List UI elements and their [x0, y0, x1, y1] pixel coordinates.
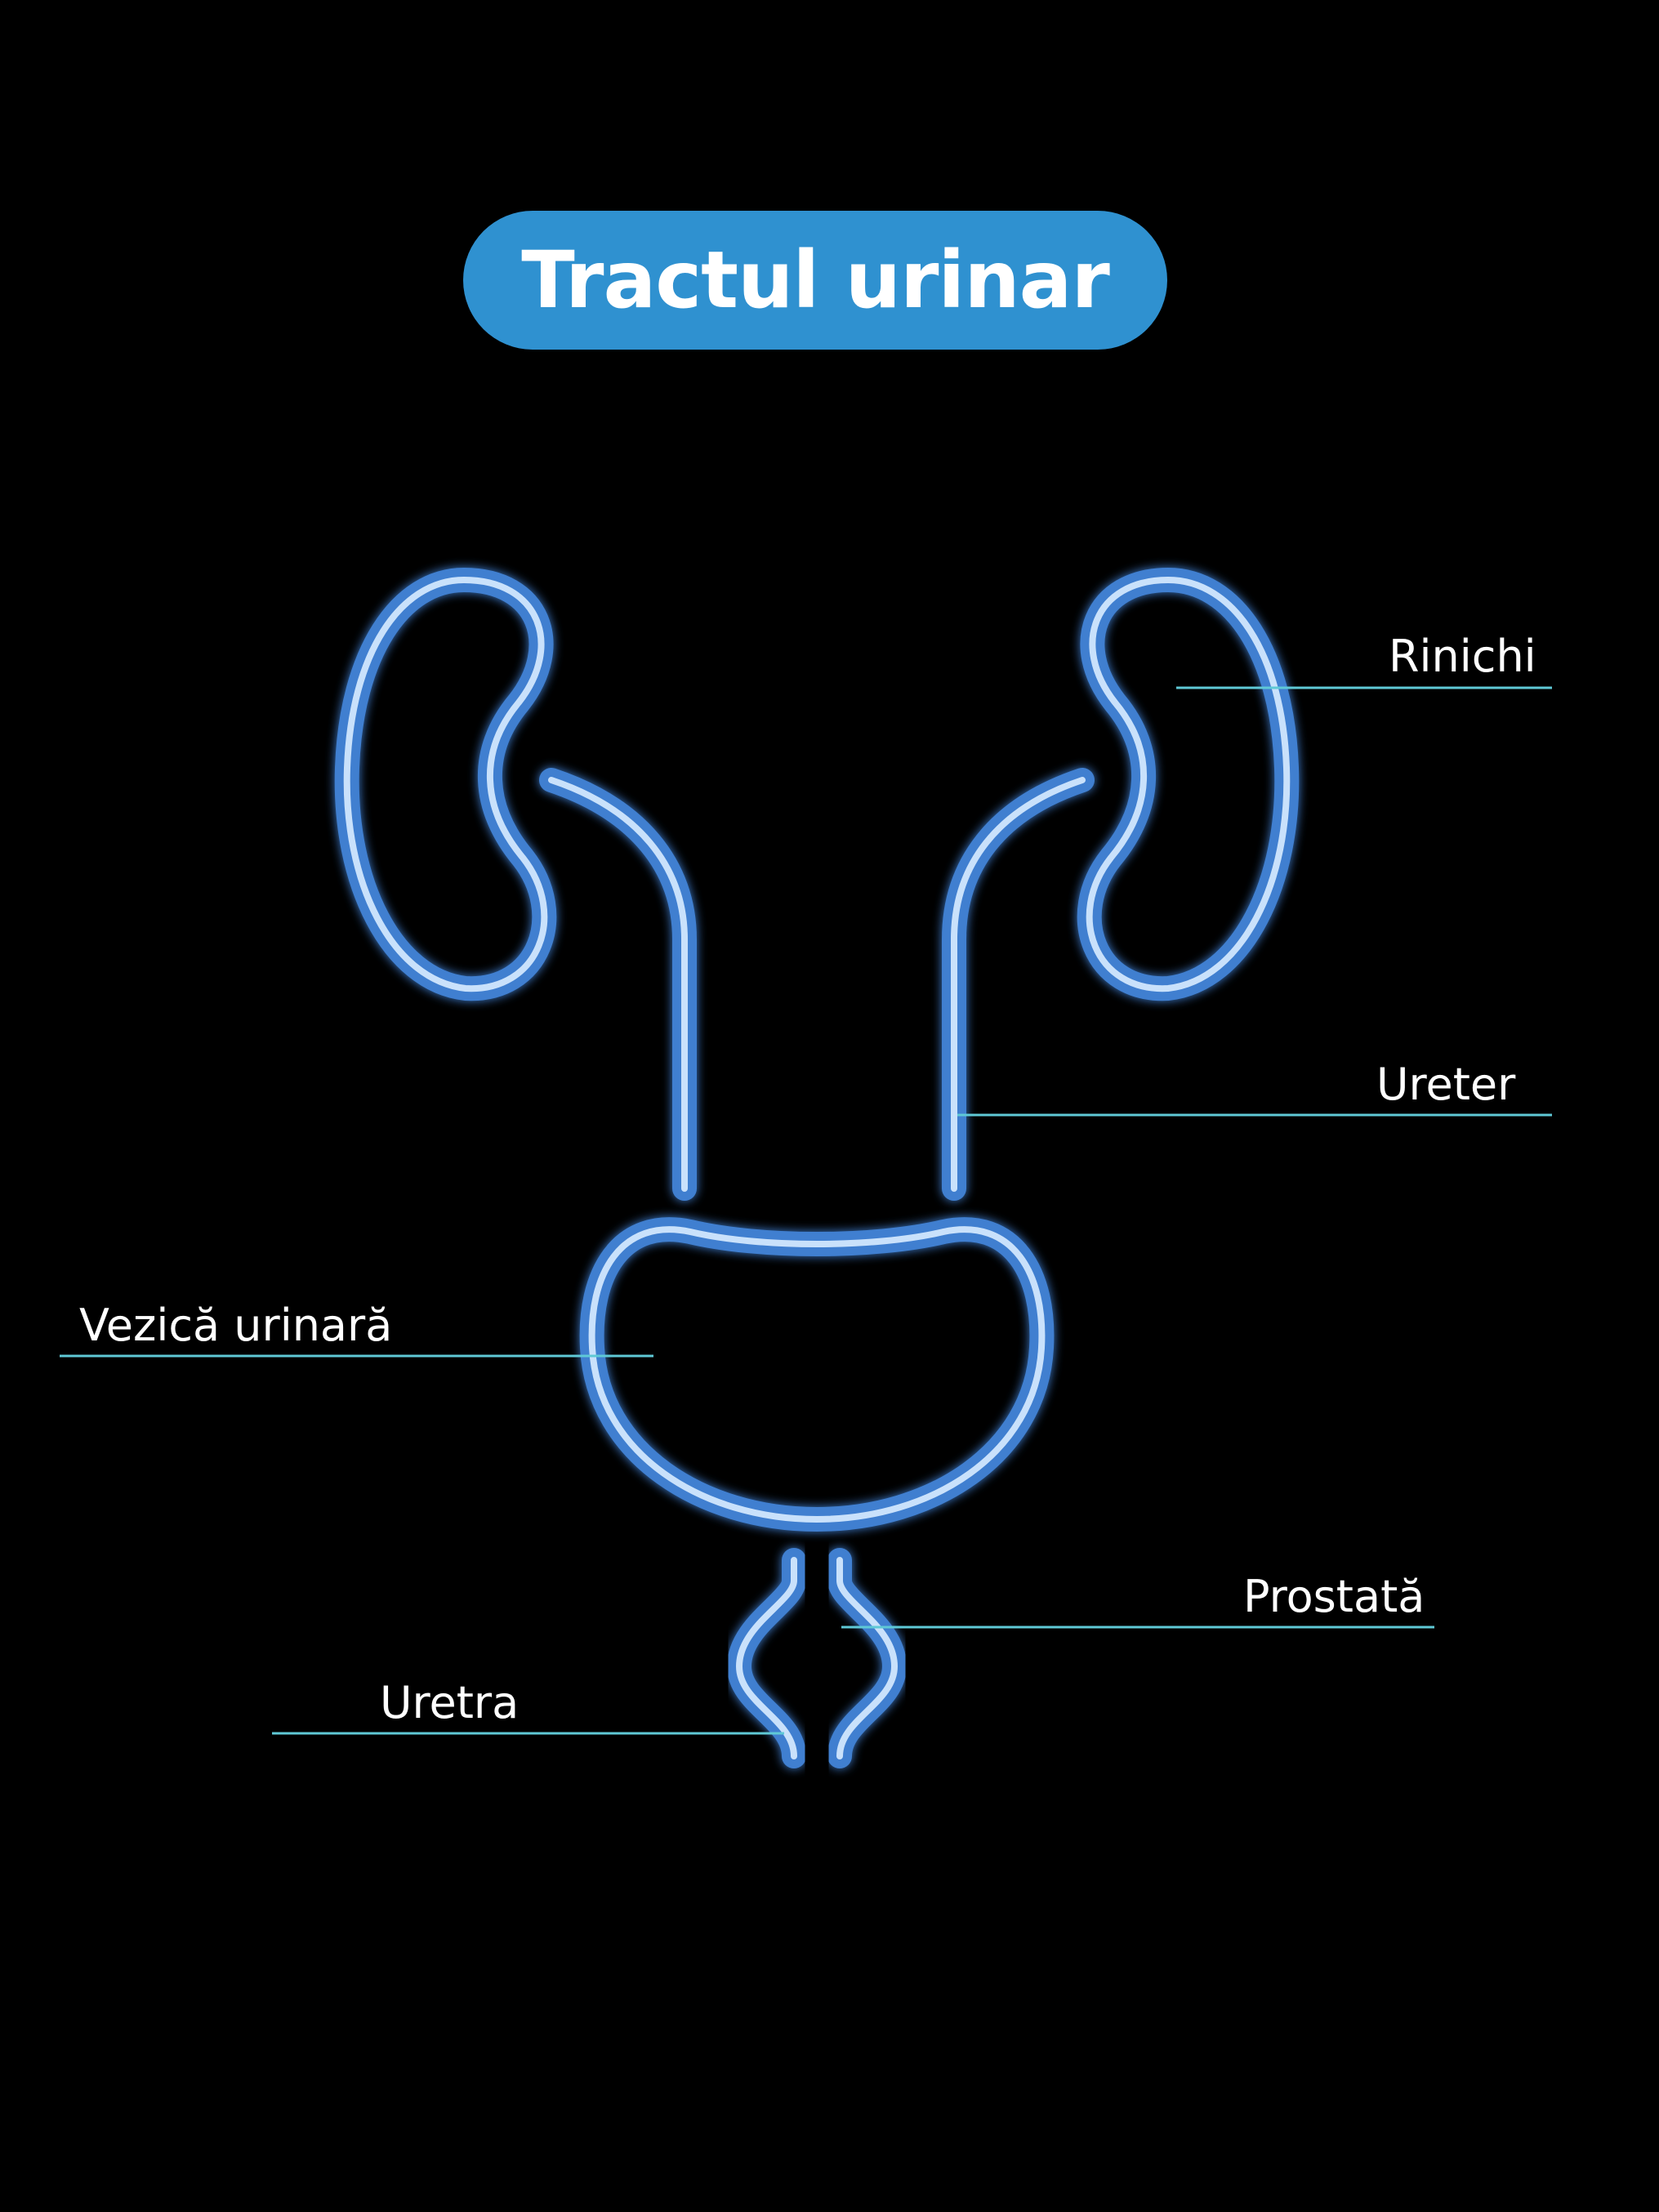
- urethra-right-wall: [827, 1548, 907, 1768]
- title-pill: Tractul urinar: [463, 211, 1167, 350]
- right-ureter: [942, 768, 1095, 1201]
- bladder-label: Vezică urinară: [79, 1300, 393, 1351]
- right-kidney: [1077, 568, 1300, 1001]
- urethra-label: Uretra: [380, 1677, 520, 1728]
- bladder: [579, 1217, 1055, 1532]
- ureter-label: Ureter: [1376, 1059, 1516, 1110]
- left-kidney: [334, 568, 557, 1001]
- left-ureter: [539, 768, 697, 1201]
- urethra-left-wall: [727, 1548, 806, 1768]
- page-title: Tractul urinar: [521, 234, 1110, 326]
- kidney-label: Rinichi: [1389, 631, 1536, 682]
- prostate-label: Prostată: [1243, 1571, 1425, 1622]
